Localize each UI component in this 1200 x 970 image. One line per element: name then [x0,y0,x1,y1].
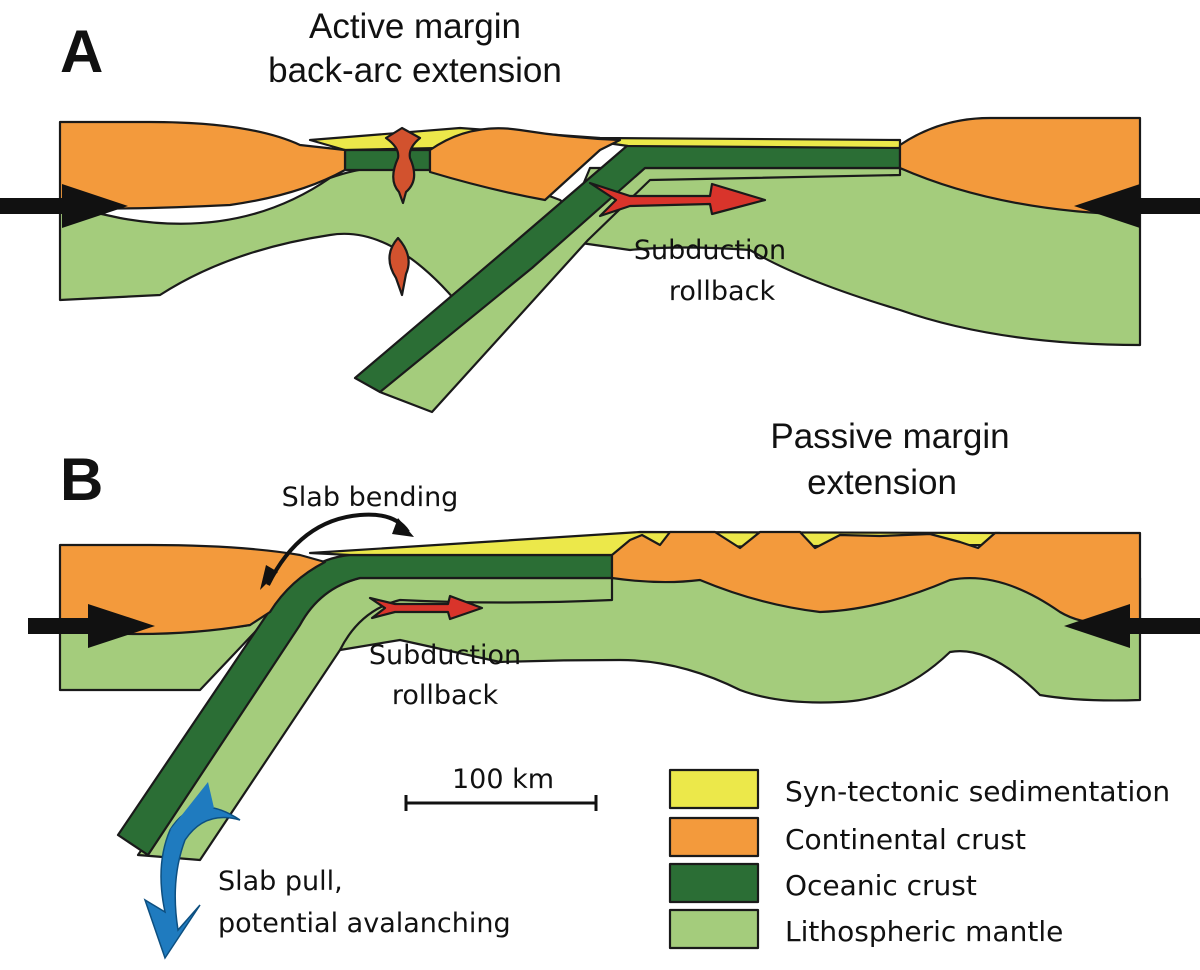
legend-label-oceanic-crust: Oceanic crust [785,869,977,902]
panel-b-rollback-label-line2: rollback [392,680,499,711]
panel-a-magma-upper [384,126,422,205]
panel-b-title-line1: Passive margin [770,417,1009,456]
panel-a-rollback-arrow [588,181,767,218]
panel-b-compression-arrow-right [1064,604,1200,648]
legend: Syn-tectonic sedimentation Continental c… [668,768,1170,950]
legend-swatch-sediment [668,768,760,810]
panel-b-bending-label: Slab bending [282,482,459,513]
panel-b-rollback-label-line1: Subduction [369,640,521,671]
panel-a-continental-crust-middle [428,127,622,202]
legend-item-lithospheric-mantle: Lithospheric mantle [668,908,1063,950]
panel-b-pull-label-line2: potential avalanching [218,908,511,939]
legend-swatch-lithospheric-mantle [668,908,760,950]
panel-a-compression-arrow-left [0,184,128,228]
legend-item-sediment: Syn-tectonic sedimentation [668,768,1170,810]
panel-a-rollback-label-line2: rollback [669,276,776,307]
panel-a-rollback-label-line1: Subduction [634,235,786,266]
panel-a-magma-lower [388,236,410,297]
scale-bar-label: 100 km [452,764,554,795]
panel-a-compression-arrow-right [1074,184,1200,228]
slab-pull-arrow-tail [170,782,214,830]
scale-bar: 100 km [404,764,598,811]
legend-item-continental-crust: Continental crust [668,816,1026,858]
panel-a-title-line2: back-arc extension [268,51,562,90]
panel-a-title-line1: Active margin [309,7,521,46]
panel-b: B Passive margin extension Slab bending … [28,417,1200,960]
panel-b-mantle-right [338,576,1142,704]
panel-a-mantle-left [58,164,602,302]
panel-b-compression-arrow-left [28,604,155,648]
legend-label-continental-crust: Continental crust [785,823,1026,856]
panel-a: A Active margin back-arc extension Subdu… [0,7,1200,414]
legend-swatch-oceanic-crust [668,862,760,904]
panel-b-pull-label-line1: Slab pull, [218,866,343,897]
panel-a-letter: A [60,18,103,85]
panel-a-continental-crust-left [58,120,347,210]
legend-item-oceanic-crust: Oceanic crust [668,862,977,904]
legend-label-sediment: Syn-tectonic sedimentation [785,775,1170,808]
legend-label-lithospheric-mantle: Lithospheric mantle [785,915,1063,948]
panel-b-continental-crust-right [610,530,1142,625]
panel-b-rollback-arrow [368,594,484,621]
panel-b-letter: B [60,446,103,513]
slab-bending-arrow [260,512,414,590]
panel-b-continental-crust-left [58,543,327,636]
legend-swatch-continental-crust [668,816,760,858]
panel-a-backarc-oceanic-crust [343,148,432,172]
panel-b-title-line2: extension [807,463,957,502]
